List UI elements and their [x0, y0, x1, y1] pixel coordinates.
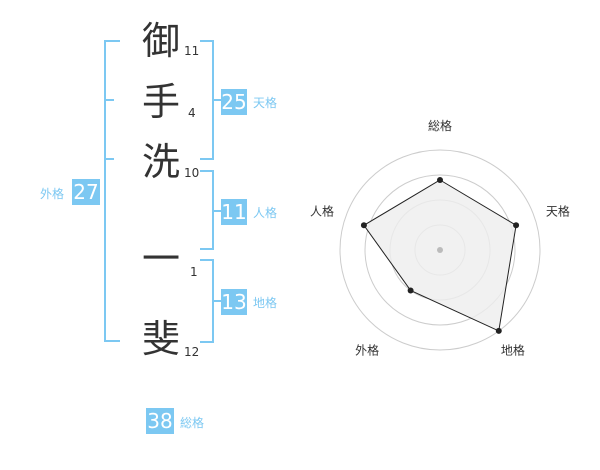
- tenkaku-badge: 25: [221, 89, 247, 115]
- gaikaku-label: 外格: [40, 187, 65, 201]
- radar-axis-label-4: 外格: [355, 342, 379, 357]
- radar-point-2: [513, 222, 520, 229]
- radar-axis-label-5: 人格: [310, 204, 334, 219]
- radar-axis-label-1: 総格: [428, 118, 452, 133]
- soukaku-label: 総格: [180, 416, 205, 430]
- jinkaku-bracket: [200, 170, 214, 250]
- tenkaku-label: 天格: [253, 96, 278, 110]
- name-char-1-strokes: 11: [184, 44, 200, 58]
- radar-ring-4: [339, 149, 541, 351]
- name-char-2: 手: [142, 80, 181, 124]
- radar-point-4: [407, 287, 414, 294]
- gaikaku-badge: 27: [72, 179, 100, 205]
- name-char-4-strokes: 1: [190, 265, 198, 279]
- tenkaku-bracket: [200, 40, 214, 160]
- gaikaku-tick-mid2: [104, 158, 114, 160]
- soukaku-badge: 38: [146, 408, 174, 434]
- name-char-3-strokes: 10: [184, 166, 200, 180]
- radar-area: [363, 179, 517, 332]
- radar-point-1: [437, 177, 443, 183]
- jinkaku-label: 人格: [253, 206, 278, 220]
- tenkaku-connector: [214, 99, 222, 101]
- chikaku-badge: 13: [221, 289, 247, 315]
- radar-point-3: [495, 327, 502, 334]
- jinkaku-badge: 11: [221, 199, 247, 225]
- gaikaku-tick-mid: [104, 99, 114, 101]
- radar-axis-label-3: 地格: [501, 342, 525, 357]
- radar-center: [437, 247, 443, 253]
- gaikaku-bracket: [104, 40, 120, 342]
- radar-point-5: [360, 222, 367, 229]
- name-char-3: 洗: [142, 140, 181, 184]
- chikaku-bracket: [200, 259, 214, 343]
- radar-ring-3: [364, 174, 516, 326]
- chikaku-connector: [214, 300, 222, 302]
- jinkaku-connector: [214, 210, 222, 212]
- name-char-5-strokes: 12: [184, 345, 200, 359]
- name-char-5: 斐: [142, 317, 181, 361]
- name-char-4: 一: [142, 237, 181, 281]
- name-char-1: 御: [142, 19, 181, 63]
- radar-axis-label-2: 天格: [546, 204, 570, 219]
- chikaku-label: 地格: [253, 296, 278, 310]
- name-char-2-strokes: 4: [188, 106, 196, 120]
